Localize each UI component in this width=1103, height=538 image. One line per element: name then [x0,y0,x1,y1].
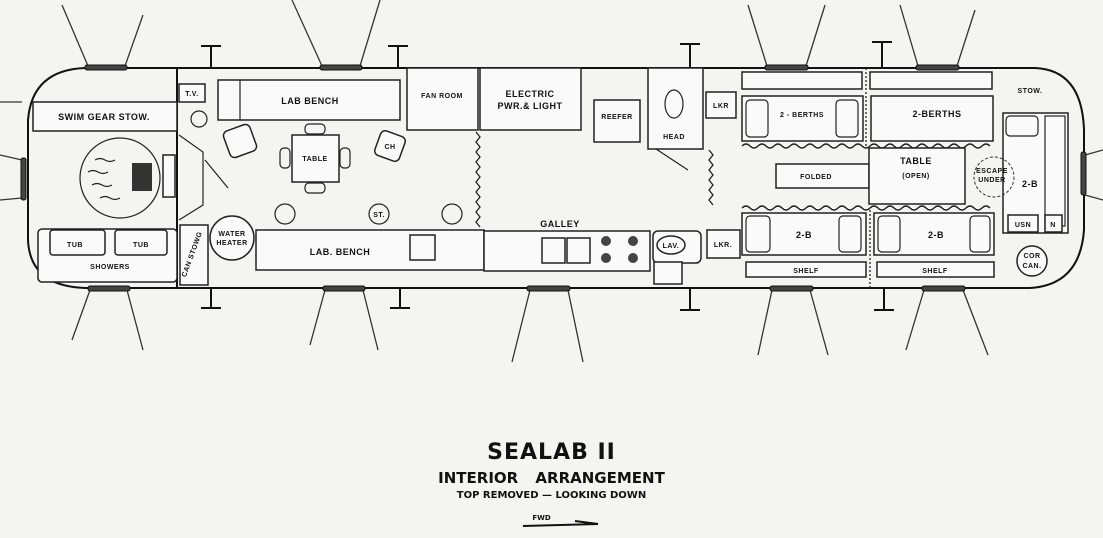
water-heater [209,215,255,261]
tub-right-label: TUB [133,242,149,249]
reefer-label: REEFER [601,114,632,121]
reefer [593,99,641,143]
folded-label: FOLDED [800,174,832,181]
forward-arrow-icon [522,520,599,527]
stow-label: STOW. [1018,88,1043,95]
berth-b2-label: 2-B [928,230,944,240]
locker-top-label: LKR [713,103,729,110]
tub-left [49,229,106,256]
n-label: N [1050,222,1056,229]
tub-right [114,229,168,256]
table [291,134,340,183]
diagram-title: SEALAB II [487,440,616,465]
water-heater-label-2: HEATER [216,240,247,247]
electric-room [479,67,582,131]
shelf-2-label: SHELF [922,268,948,275]
table-folded [775,163,870,189]
chair-label: CH [384,144,395,151]
hull-outline [27,67,1085,289]
tub-left-label: TUB [67,242,83,249]
lav-label: LAV. [663,243,680,250]
light-rays [0,0,1103,363]
berths-1-label: 2 - BERTHS [780,112,824,119]
berth-top-2 [870,95,994,142]
berth-2b-aft [1002,112,1069,234]
head [647,67,704,150]
chair-ch [373,129,407,163]
tv-label: T.V. [185,91,198,98]
diagram-subtitle: INTERIOR ARRANGEMENT [438,469,665,487]
berth-bottom-1 [741,212,867,256]
escape-label-1: ESCAPE [976,168,1008,175]
electric-label-2: PWR.& LIGHT [498,101,563,111]
toilet-icon [664,89,684,119]
shelf-1 [745,261,867,278]
lav [656,235,686,255]
forward-label: FWD [532,514,551,522]
table-label: TABLE [302,156,327,163]
shelf-2 [876,261,995,278]
shower-label: SHOWERS [90,264,130,271]
locker-top [705,91,737,119]
table-open-label-1: TABLE [900,156,932,166]
support-legs [201,41,894,311]
berth-b1-label: 2-B [796,230,812,240]
lab-bench-top [217,79,401,121]
escape-hatch [973,156,1015,198]
water-heater-label-1: WATER [218,231,245,238]
shelf-1-label: SHELF [793,268,819,275]
galley-label: GALLEY [540,219,580,229]
berths-2-label: 2-BERTHS [912,109,961,119]
lab-bench-bottom-label: LAB. BENCH [310,247,371,257]
entry-pool [79,137,161,219]
head-label: HEAD [663,134,685,141]
electric-label-1: ELECTRIC [506,89,555,99]
stool-label: ST. [373,212,385,219]
berth-top-1 [741,95,864,142]
diagram-note: TOP REMOVED — LOOKING DOWN [456,490,647,501]
pool-ladder-icon [132,163,152,191]
chair [222,123,258,159]
escape-label-2: UNDER [978,177,1005,184]
co2-canister [1016,245,1048,277]
swim-gear-label: SWIM GEAR STOW. [58,112,150,122]
cor-can-label-2: CAN. [1022,263,1041,270]
berth-bottom-2 [873,212,995,256]
table-open [868,147,966,205]
swim-gear-stowage [32,101,178,132]
viewports [20,64,1087,292]
tv [178,83,206,103]
lab-bench-top-label: LAB BENCH [281,96,339,106]
locker-bottom-label: LKR. [714,242,732,249]
fan-room [406,67,479,131]
table-open-label-2: (OPEN) [902,173,930,180]
fan-room-label: FAN ROOM [421,93,463,100]
cor-can-label-1: COR [1023,253,1040,260]
locker-bottom [706,229,741,259]
usn-label: USN [1015,222,1031,229]
berth-b3-label: 2-B [1022,179,1038,189]
